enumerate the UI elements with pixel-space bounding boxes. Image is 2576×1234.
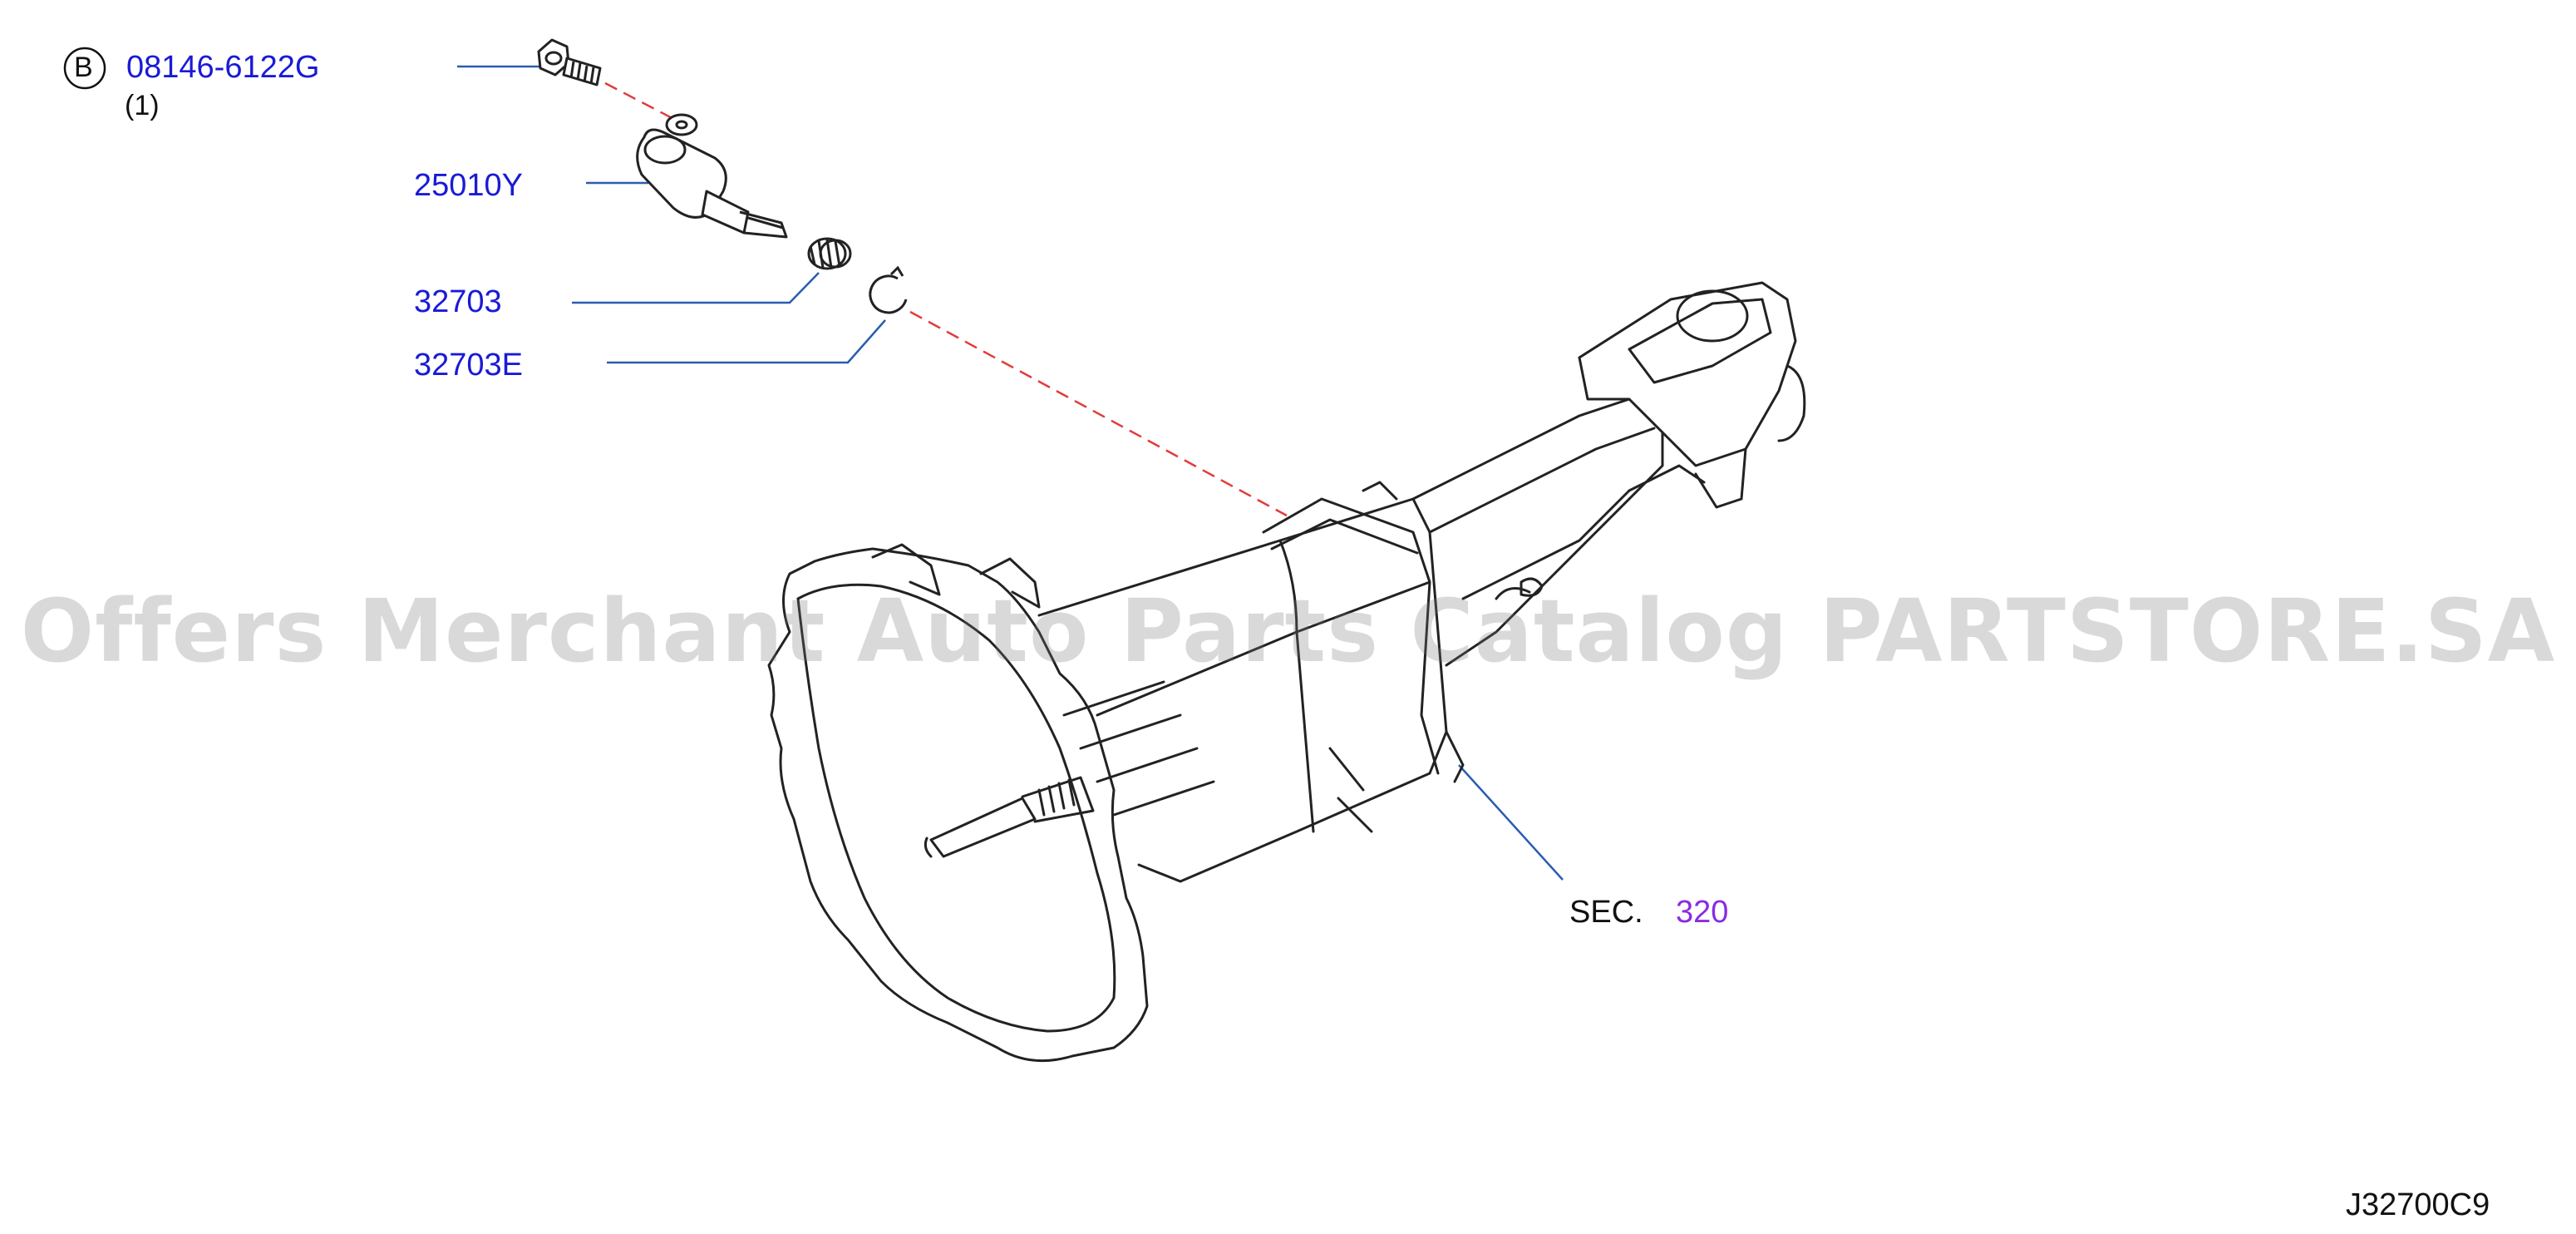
section-link-320[interactable]: 320 [1676,895,1729,930]
ref-circle-b [63,47,106,90]
dash-ring-to-case [909,310,1288,517]
leader-snap-ring [607,319,886,364]
drive-gear-drawing [807,237,852,270]
part-number-gear[interactable]: 32703 [414,284,502,319]
part-number-sensor[interactable]: 25010Y [414,168,524,203]
ref-letter-b: B [74,52,93,83]
watermark: Offers Merchant Auto Parts Catalog PARTS… [20,580,2556,682]
section-prefix: SEC. [1569,895,1643,930]
diagram-code: J32700C9 [2346,1187,2490,1222]
transmission-drawing [767,281,1806,1063]
leader-gear [572,272,820,304]
leader-section [1458,764,1564,881]
bolt-quantity: (1) [125,90,160,121]
leader-lines [457,65,1564,881]
dash-bolt-to-sensor [604,81,682,125]
part-number-bolt[interactable]: 08146-6122G [126,50,320,85]
snap-ring-drawing [869,265,908,314]
speed-sensor-drawing [636,113,788,239]
assembly-lines [604,81,1288,517]
part-number-snap-ring[interactable]: 32703E [414,348,524,383]
bolt-drawing [537,38,602,86]
